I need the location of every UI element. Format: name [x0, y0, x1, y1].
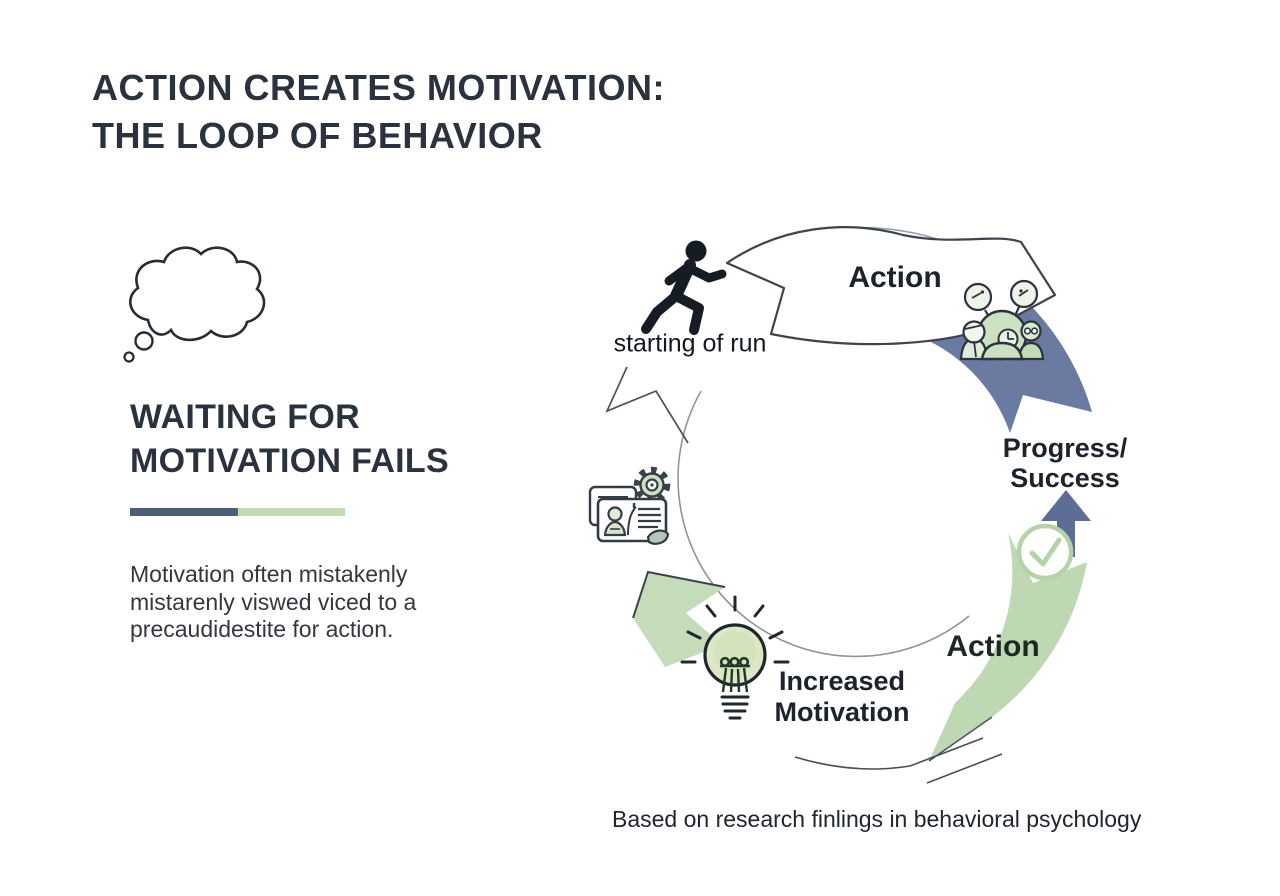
- left-heading-line-1: WAITING FOR: [130, 398, 360, 436]
- lightbulb-icon: [680, 595, 790, 720]
- body-line-3: precaudidestite for action.: [130, 616, 394, 642]
- green-chevron-outline: [632, 570, 726, 619]
- progress-line-2: Success: [1010, 463, 1120, 493]
- loop-diagram-graphic: [588, 226, 1092, 784]
- divider-left-segment: [130, 508, 238, 516]
- left-heading-line-2: MOTIVATION FAILS: [130, 442, 449, 480]
- green-arrow-band: [929, 533, 1087, 761]
- outline-zigzag-arrow: [605, 366, 689, 444]
- progress-line-1: Progress/: [1002, 433, 1128, 463]
- body-line-2: mistarenly viswed viced to a: [130, 588, 417, 615]
- check-circle-icon: [1016, 523, 1074, 581]
- running-person-icon: [641, 240, 727, 335]
- footer-caption: Based on research finlings in behavioral…: [612, 806, 1142, 832]
- thought-cloud-icon: [123, 246, 266, 363]
- increased-motivation-label: Increased Motivation: [775, 666, 910, 728]
- banner-action-label: Action: [848, 261, 942, 294]
- inner-ring-arc: [677, 390, 970, 658]
- page-title: ACTION CREATES MOTIVATION: THE LOOP OF B…: [92, 64, 665, 160]
- up-arrow-icon: [1041, 490, 1091, 557]
- tail-chevron-line-2: [926, 753, 1003, 784]
- title-line-2: THE LOOP OF BEHAVIOR: [92, 115, 543, 156]
- title-line-1: ACTION CREATES MOTIVATION:: [92, 67, 665, 108]
- motivation-line-2: Motivation: [774, 697, 910, 727]
- progress-success-label: Progress/ Success: [1003, 433, 1128, 493]
- green-chevron-segment: [633, 572, 725, 667]
- action-banner-ribbon: [725, 226, 1057, 346]
- divider-right-segment: [237, 508, 345, 516]
- green-band-action-label: Action: [946, 630, 1040, 663]
- body-line-1: Motivation often mistakenly: [130, 561, 408, 587]
- accent-divider: [130, 508, 345, 516]
- left-body-text: Motivation often mistakenly mistarenly v…: [130, 561, 416, 644]
- team-thinking-icon: [959, 279, 1045, 361]
- runner-caption: starting of run: [613, 329, 767, 358]
- green-band-edge-line: [928, 716, 993, 762]
- motivation-line-1: Increased: [778, 666, 906, 696]
- behavior-loop-diagram: Action starting of run Progress/ Success…: [555, 205, 1135, 785]
- profile-documents-gear-icon: [588, 466, 671, 545]
- tail-chevron-line-1: [794, 737, 984, 770]
